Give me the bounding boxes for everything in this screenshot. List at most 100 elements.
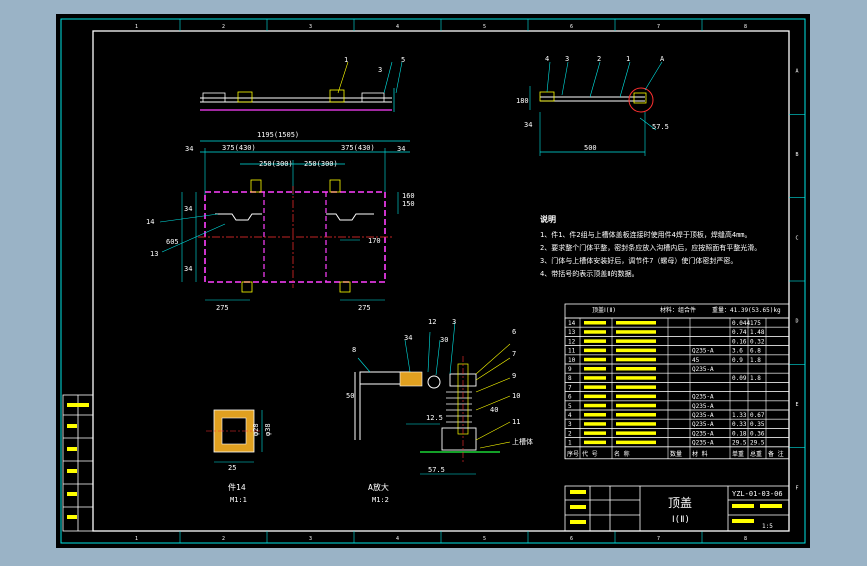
border-number-bottom: 2 [222, 536, 225, 542]
border-number-top: 1 [135, 24, 138, 30]
notes-heading: 说明 [540, 214, 556, 224]
detail-dim-57-5: 57.5 [428, 466, 445, 474]
border-number-top: 4 [396, 24, 399, 30]
front-elevation [200, 61, 403, 112]
bom-cell-total-weight: 0.35 [750, 421, 765, 428]
detail-a-scale: M1:2 [372, 496, 389, 504]
border-letter-right: F [795, 485, 798, 491]
title-drawing-no: YZL-01-03-06 [732, 490, 783, 498]
bom-cell-material: 45 [692, 357, 700, 364]
plan-dim-170: 170 [368, 237, 381, 245]
border-number-top: 6 [570, 24, 573, 30]
side-elevation [529, 61, 663, 156]
notes-line-3: 3、门体与上槽体安装好后，调节件7（螺母）使门体密封严密。 [540, 256, 737, 265]
bom-cell-name-glyph [616, 440, 656, 445]
bom-cell-name-glyph [616, 357, 656, 362]
notes-line-2: 2、要求整个门体平整，密封条应放入沟槽内后，应按照面有平整光滑。 [540, 243, 761, 252]
bom-footer-cell: 备 注 [768, 450, 784, 458]
plan-view [159, 140, 410, 301]
bom-cell-no: 6 [568, 394, 572, 401]
detail-callout-34: 34 [404, 334, 412, 342]
title-block-glyphs [570, 490, 782, 524]
part14-drawing [206, 409, 263, 463]
plan-callout-13: 13 [150, 250, 158, 258]
bom-cell-material: Q235-A [692, 348, 714, 355]
plan-dim-275-right: 275 [358, 304, 371, 312]
bom-cell-unit-weight: 0.16 [732, 338, 747, 345]
bom-header-material: 材料：组合件 [660, 306, 696, 314]
bom-cell-no: 4 [568, 412, 572, 419]
side-callout-A: A [660, 55, 665, 63]
border-number-bottom: 1 [135, 536, 138, 542]
side-callout-2: 2 [597, 55, 601, 63]
plan-dim-150: 150 [402, 200, 415, 208]
border-number-bottom: 3 [309, 536, 312, 542]
bom-cell-code-glyph [584, 440, 606, 445]
plan-dim-275-left: 275 [216, 304, 229, 312]
bom-cell-total-weight: 0.67 [750, 412, 765, 419]
bom-cell-code-glyph [584, 422, 606, 426]
plan-dim-overall: 1195(1505) [257, 131, 299, 139]
detail-a [354, 321, 511, 475]
side-callout-4: 4 [545, 55, 549, 63]
side-dim-500: 500 [584, 144, 597, 152]
bom-cell-material: Q235-A [692, 412, 714, 419]
bom-footer-cell: 单重 [732, 450, 744, 458]
detail-callout-10: 10 [512, 392, 520, 400]
detail-dim-50: 50 [346, 392, 354, 400]
plan-dim-34-b: 34 [397, 145, 405, 153]
bom-cell-no: 5 [568, 403, 572, 410]
bom-cell-code-glyph [584, 339, 606, 343]
detail-a-title: A放大 [368, 482, 389, 492]
plan-dim-34-c: 34 [184, 205, 192, 213]
plan-dim-160: 160 [402, 192, 415, 200]
bom-cell-name-glyph [616, 413, 656, 417]
bom-cell-name-glyph [616, 385, 656, 389]
detail-dim-12-5: 12.5 [426, 414, 443, 422]
bom-footer-cell: 总重 [750, 450, 762, 458]
bom-cell-no: 8 [568, 375, 572, 382]
bom-cell-total-weight: 1.48 [750, 329, 765, 336]
bom-cell-unit-weight: 0.044 [732, 320, 750, 327]
border-number-top: 8 [744, 24, 747, 30]
bom-cell-name-glyph [616, 367, 656, 371]
bom-cell-total-weight: 175 [750, 320, 761, 327]
bom-header-note: 顶盖Ⅰ(Ⅱ) [592, 306, 616, 314]
front-callout-1: 1 [344, 56, 348, 64]
bom-cell-code-glyph [584, 321, 606, 325]
bom-cell-name-glyph [616, 431, 656, 435]
part14-dim-phi28: φ28 [252, 423, 260, 436]
border-number-bottom: 4 [396, 536, 399, 542]
plan-dim-34-a: 34 [185, 145, 193, 153]
border-letter-right: C [795, 235, 798, 241]
side-dim-57-5: 57.5 [652, 123, 669, 131]
bom-cell-code-glyph [584, 367, 606, 371]
bom-cell-total-weight: 0.32 [750, 338, 765, 345]
detail-callout-3: 3 [452, 318, 456, 326]
border-number-top: 7 [657, 24, 660, 30]
front-callout-3: 3 [378, 66, 382, 74]
detail-callout-8: 8 [352, 346, 356, 354]
bom-cell-material: Q235-A [692, 403, 714, 410]
front-callout-5: 5 [401, 56, 405, 64]
border-number-top: 2 [222, 24, 225, 30]
part14-scale: M1:1 [230, 496, 247, 504]
plan-dim-375-left: 375(430) [222, 144, 256, 152]
bom-cell-no: 7 [568, 384, 572, 391]
border-number-bottom: 8 [744, 536, 747, 542]
bom-cell-code-glyph [584, 376, 606, 380]
side-dim-34: 34 [524, 121, 532, 129]
bom-cell-code-glyph [584, 413, 606, 417]
title-block [564, 485, 790, 532]
bom-cell-unit-weight: 0.33 [732, 421, 747, 428]
bom-cell-total-weight: 0.36 [750, 430, 765, 437]
plan-dim-34-d: 34 [184, 265, 192, 273]
bom-cell-total-weight: 1.8 [750, 357, 761, 364]
bom-header-weight: 重量：41.39(53.65)kg [712, 306, 781, 314]
side-callout-1: 1 [626, 55, 630, 63]
bom-cell-no: 14 [568, 320, 576, 327]
plan-dim-250-left: 250(300) [259, 160, 293, 168]
